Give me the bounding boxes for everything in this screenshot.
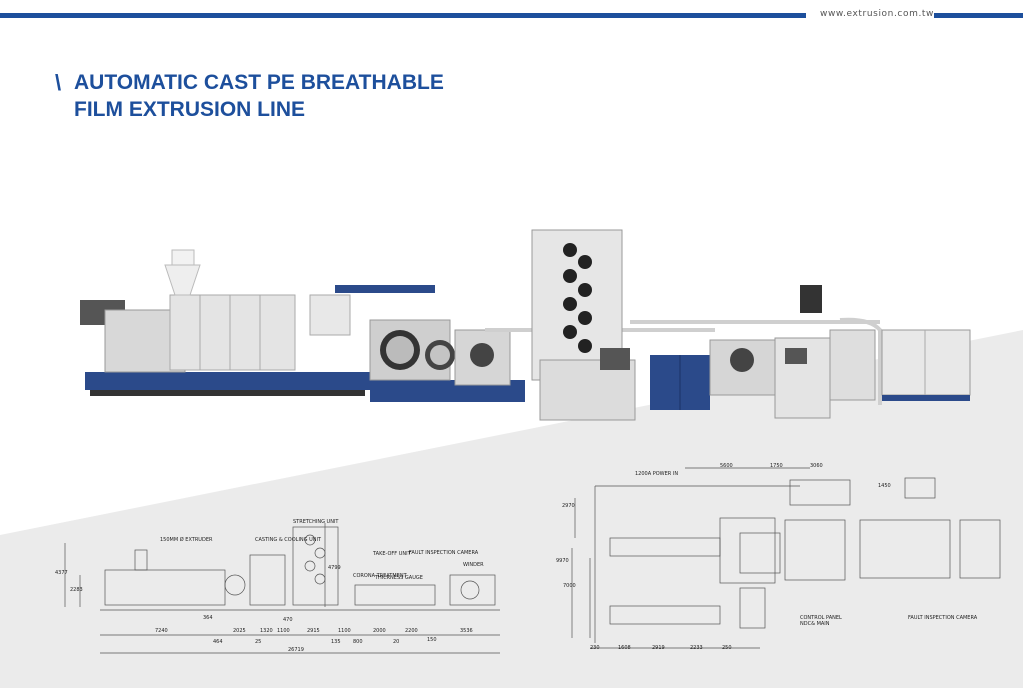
- title-line-2: FILM EXTRUSION LINE: [74, 98, 305, 121]
- label-inspection: FAULT INSPECTION CAMERA: [409, 550, 479, 556]
- label-gauge: THICKNESS GAUGE: [375, 575, 423, 581]
- dim-2200: 2200: [405, 628, 418, 634]
- dim-3060: 3060: [810, 463, 823, 469]
- label-ndc-main: NDC& MAIN: [800, 621, 830, 627]
- label-fault-camera: FAULT INSPECTION CAMERA: [908, 615, 978, 621]
- dim-1750: 1750: [770, 463, 783, 469]
- dim-470: 470: [283, 617, 293, 623]
- header-bar-left: [0, 13, 806, 18]
- dim-2919: 2919: [652, 645, 665, 651]
- label-power: 1200A POWER IN: [635, 471, 679, 477]
- website-url[interactable]: www.extrusion.com.tw: [820, 9, 934, 19]
- extrusion-line-photo: [80, 229, 971, 421]
- dim-total-26719: 26719: [288, 647, 304, 653]
- side-view-lines: [64, 523, 500, 654]
- label-winder: WINDER: [463, 562, 484, 568]
- label-takeoff: TAKE-OFF UNIT: [373, 551, 411, 557]
- dim-1608: 1608: [618, 645, 631, 651]
- dim-800: 800: [353, 639, 363, 645]
- dim-2970: 2970: [562, 503, 575, 509]
- dim-2000: 2000: [373, 628, 386, 634]
- dim-2233: 2233: [690, 645, 703, 651]
- dim-150: 150: [427, 637, 437, 643]
- label-corona: CORONA TREATMENT: [353, 573, 407, 579]
- label-stretching: STRETCHING UNIT: [293, 519, 339, 525]
- label-control-panel: CONTROL PANEL: [800, 615, 842, 621]
- header-bar-right: [934, 13, 1023, 18]
- dim-25: 25: [255, 639, 262, 645]
- dim-230: 230: [590, 645, 600, 651]
- dim-364: 364: [203, 615, 213, 621]
- dim-1100: 1100: [277, 628, 290, 634]
- dim-1100b: 1100: [338, 628, 351, 634]
- dim-2915: 2915: [307, 628, 320, 634]
- title-line-1: AUTOMATIC CAST PE BREATHABLE: [74, 71, 444, 94]
- plan-view-lines: [571, 467, 1001, 649]
- dim-7000: 7000: [563, 583, 576, 589]
- dim-7240: 7240: [155, 628, 168, 634]
- dim-1320: 1320: [260, 628, 273, 634]
- dim-1450: 1450: [878, 483, 891, 489]
- label-casting: CASTING & COOLING UNIT: [255, 537, 322, 543]
- dim-3536: 3536: [460, 628, 473, 634]
- dim-9970: 9970: [556, 558, 569, 564]
- dim-464: 464: [213, 639, 223, 645]
- dim-4799: 4799: [328, 565, 341, 571]
- dim-5600: 5600: [720, 463, 733, 469]
- dim-2283: 2283: [70, 587, 83, 593]
- plan-view-drawing: 1200A POWER IN CONTROL PANEL NDC& MAIN F…: [556, 458, 1010, 662]
- dim-135: 135: [331, 639, 341, 645]
- title-slash-mark: \: [55, 70, 62, 95]
- dim-20: 20: [393, 639, 400, 645]
- dim-4377: 4377: [55, 570, 68, 576]
- dim-2025: 2025: [233, 628, 246, 634]
- side-view-drawing: 150MM Ø EXTRUDER CASTING & COOLING UNIT …: [55, 515, 505, 664]
- label-extruder: 150MM Ø EXTRUDER: [160, 537, 213, 543]
- dim-250: 250: [722, 645, 732, 651]
